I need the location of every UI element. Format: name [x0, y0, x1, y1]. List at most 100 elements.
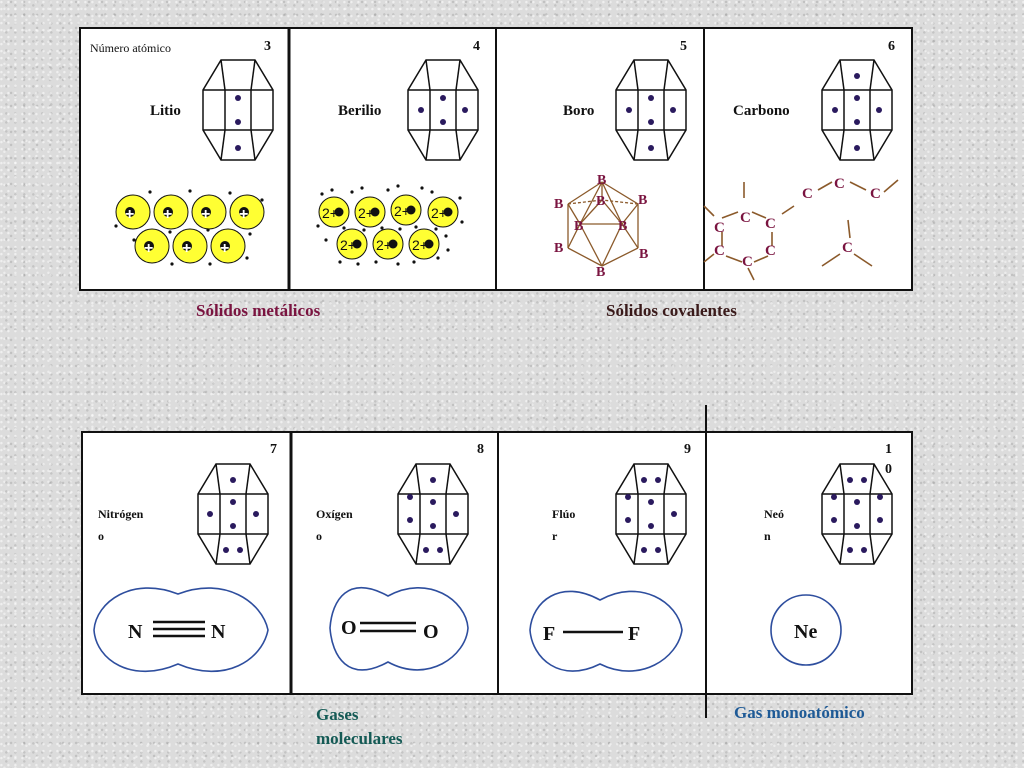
category-molecular-gases-line2: moleculares: [316, 729, 403, 748]
element-name-boro: Boro: [563, 103, 594, 119]
element-name-berilio: Berilio: [338, 103, 381, 119]
carbon-atom: C: [842, 240, 853, 256]
oxygen-atom: O: [341, 617, 357, 639]
metal-ion-charge: 2+: [322, 205, 338, 221]
element-name-litio: Litio: [150, 103, 181, 119]
element-name-carbono: Carbono: [733, 103, 790, 119]
element-name-fluor: Flúo: [552, 507, 575, 521]
carbon-network: [703, 179, 899, 281]
atomic-number-5: 5: [680, 39, 687, 54]
valence-electron: [462, 107, 468, 113]
cell-fluor: 9 Flúo r: [552, 442, 691, 565]
valence-electron: [854, 145, 860, 151]
valence-electrons: [625, 477, 677, 553]
valence-electron: [670, 107, 676, 113]
boron-atom: B: [554, 241, 563, 256]
boron-atom-labels: B B B B B B B B B: [554, 173, 648, 280]
metal-ion-charge: 2+: [376, 237, 392, 253]
cell-neon: 1 0 Neó n: [764, 442, 893, 565]
cell-litio: 3 Litio: [150, 39, 274, 161]
atomic-number-7: 7: [270, 442, 277, 457]
carbon-atom: C: [714, 220, 725, 236]
nitrogen-atom: N: [211, 621, 226, 643]
atomic-number-6: 6: [888, 39, 895, 54]
carbon-atom: C: [742, 254, 753, 270]
metal-ion-charge: +: [182, 240, 191, 257]
metal-ion-charge: +: [144, 240, 153, 257]
metal-ion-charge: +: [239, 206, 248, 223]
carbon-atom: C: [714, 243, 725, 259]
metal-ion-charge: 2+: [394, 203, 410, 219]
valence-electron: [235, 145, 241, 151]
valence-electrons: [207, 477, 259, 553]
oxygen-molecule: O O: [329, 586, 469, 671]
fluorine-molecule: F F: [529, 590, 683, 672]
carbon-atom: C: [765, 243, 776, 259]
metal-ion-charge: +: [201, 206, 210, 223]
metal-ion-charge: +: [163, 206, 172, 223]
boron-atom: B: [618, 219, 627, 234]
beryllium-metal-lattice: 2+ 2+ 2+ 2+ 2+ 2+ 2+: [316, 184, 464, 266]
valence-electron: [832, 107, 838, 113]
boron-icosahedron: [567, 181, 639, 267]
neon-symbol: Ne: [794, 621, 817, 643]
cell-boro: 5 Boro: [563, 39, 687, 161]
valence-electron: [648, 145, 654, 151]
metal-ion-charge: +: [220, 240, 229, 257]
carbon-atom: C: [765, 216, 776, 232]
element-name-neon: Neó: [764, 507, 784, 521]
metal-ion-charge: 2+: [340, 237, 356, 253]
category-metallic-solids: Sólidos metálicos: [196, 301, 321, 320]
fluorine-atom: F: [543, 623, 555, 645]
oxygen-atom: O: [423, 621, 439, 643]
carbon-atom: C: [802, 186, 813, 202]
category-monatomic-gas: Gas monoatómico: [734, 703, 865, 722]
cell-berilio: 4 Berilio: [338, 39, 480, 161]
valence-electron: [876, 107, 882, 113]
metal-ion-charge: 2+: [431, 205, 447, 221]
metal-ion-charge: +: [125, 206, 134, 223]
boron-atom: B: [597, 173, 606, 188]
category-covalent-solids: Sólidos covalentes: [606, 301, 737, 320]
cell-oxigeno: 8 Oxígen o: [316, 442, 484, 565]
element-name-fluor-suffix: r: [552, 529, 558, 543]
element-name-nitrogeno-suffix: o: [98, 529, 104, 543]
boron-atom: B: [596, 194, 605, 209]
boron-atom: B: [554, 197, 563, 212]
carbon-atom: C: [834, 176, 845, 192]
atomic-number-8: 8: [477, 442, 484, 457]
carbon-atom: C: [870, 186, 881, 202]
boron-atom: B: [639, 247, 648, 262]
valence-electrons: [407, 477, 459, 553]
boron-atom: B: [596, 265, 605, 280]
neon-atom: Ne: [770, 594, 842, 666]
valence-electron: [626, 107, 632, 113]
carbon-atom: C: [740, 210, 751, 226]
category-molecular-gases: Gases: [316, 705, 359, 724]
fluorine-atom: F: [628, 623, 640, 645]
element-name-oxigeno: Oxígen: [316, 507, 353, 521]
nitrogen-molecule: N N: [93, 587, 269, 673]
element-name-nitrogeno: Nitrógen: [98, 507, 144, 521]
atomic-number-9: 9: [684, 442, 691, 457]
atomic-number-header: Número atómico: [90, 41, 171, 55]
metal-ion-charge: 2+: [358, 205, 374, 221]
lithium-metal-lattice: + + + + + + +: [114, 189, 265, 266]
valence-electrons: [831, 477, 883, 553]
atomic-number-3: 3: [264, 39, 271, 54]
valence-electron: [854, 73, 860, 79]
boron-atom: B: [638, 193, 647, 208]
element-name-oxigeno-suffix: o: [316, 529, 322, 543]
metal-ion-charge: 2+: [412, 237, 428, 253]
element-name-neon-suffix: n: [764, 529, 771, 543]
atomic-number-10-units: 0: [885, 462, 892, 477]
cell-nitrogeno: 7 Nitrógen o: [98, 442, 277, 565]
nitrogen-atom: N: [128, 621, 143, 643]
atomic-number-10-tens: 1: [885, 442, 892, 457]
boron-atom: B: [574, 219, 583, 234]
carbon-atom-labels: C C C C C C C C C C: [714, 176, 881, 270]
valence-electron: [418, 107, 424, 113]
cell-carbono: 6 Carbono: [733, 39, 895, 161]
atomic-number-4: 4: [473, 39, 480, 54]
